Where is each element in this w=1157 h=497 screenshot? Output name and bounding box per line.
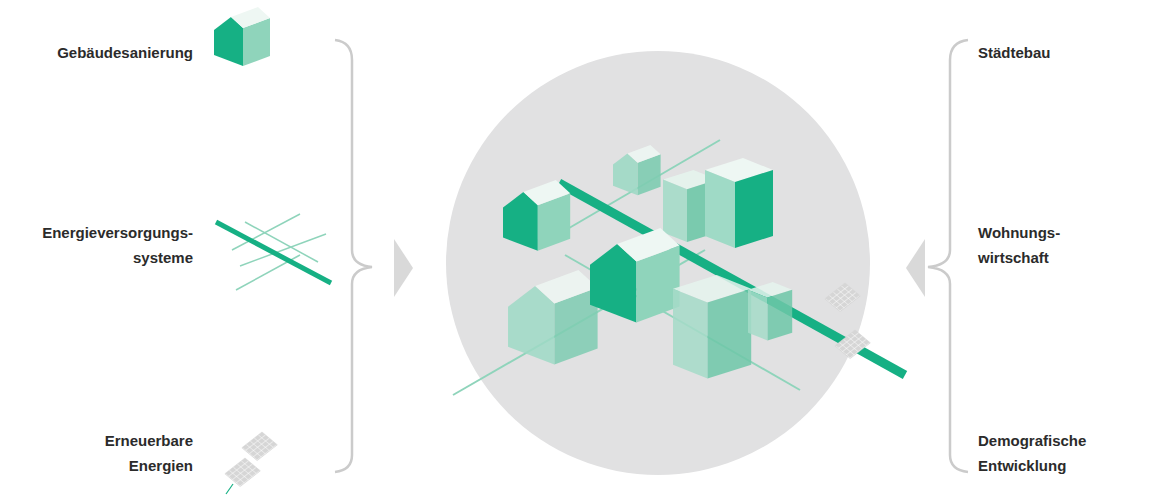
category-label: Energieversorgungs- systeme [23,220,193,270]
building [748,282,792,341]
house [590,228,680,322]
category-label: Gebäudesanierung [13,40,193,65]
solar-panel [835,330,870,359]
category-label: Erneuerbare Energien [73,428,193,478]
curly-bracket [928,40,968,472]
curly-bracket [335,40,372,472]
house-icon [214,7,270,66]
house [613,145,661,195]
solar-icon [225,432,277,494]
grid-line [232,214,300,250]
arrow-triangle [394,239,413,297]
category-label: Wohnungs- wirtschaft [978,220,1078,270]
building [705,158,773,248]
arrow-triangle [906,239,925,297]
solar-panel [242,432,277,461]
solar-panel [225,458,260,487]
building [673,275,751,379]
category-label: Städtebau [978,40,1148,65]
district-circle [446,51,870,475]
house [508,270,598,364]
solar-panel [825,283,860,312]
grid-icon [216,214,331,290]
house [503,180,570,251]
solar-stand [226,484,233,494]
category-label: Demografische Entwicklung [978,428,1106,478]
grid-main-line [216,222,331,283]
